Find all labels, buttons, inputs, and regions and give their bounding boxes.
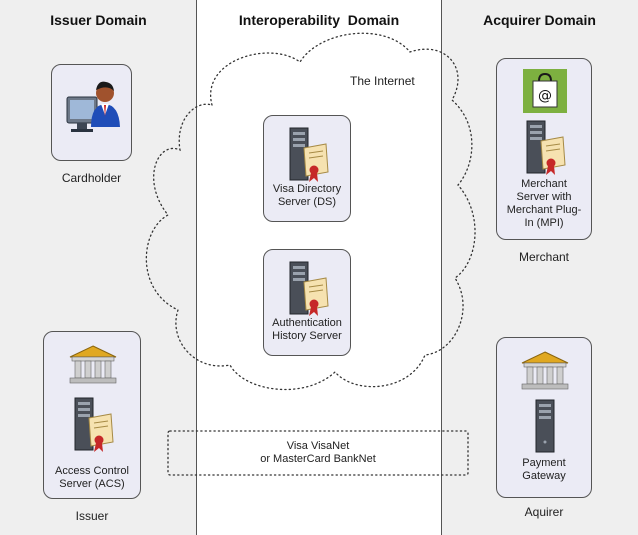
network-label-line1: Visa VisaNet	[286, 440, 350, 452]
bank-building-icon	[521, 351, 569, 390]
merchant-label-line3: Merchant Plug-	[506, 204, 582, 216]
acquirer-domain-title: Acquirer Domain	[483, 12, 596, 28]
shopping-bag-icon: @	[523, 69, 567, 113]
merchant-label-line4: In (MPI)	[524, 217, 564, 229]
svg-text:@: @	[538, 88, 552, 104]
bank-building-icon	[69, 345, 117, 384]
merchant-server-card[interactable]: @ Merchant Server with Merchant Plug- In…	[496, 58, 592, 240]
internet-label: The Internet	[350, 74, 415, 88]
history-label-line2: History Server	[272, 330, 342, 342]
acs-label-line2: Server (ACS)	[59, 478, 125, 490]
merchant-label-line2: Server with	[516, 191, 572, 203]
history-server-card[interactable]: Authentication History Server	[263, 249, 351, 356]
acs-label-line1: Access Control	[55, 465, 129, 477]
issuer-domain-title: Issuer Domain	[50, 12, 147, 28]
network-label-line2: or MasterCard BankNet	[260, 453, 376, 465]
server-certificate-icon	[289, 261, 329, 316]
server-certificate-icon	[526, 120, 566, 175]
server-certificate-icon	[289, 127, 329, 182]
directory-server-card[interactable]: Visa Directory Server (DS)	[263, 115, 351, 222]
interoperability-domain-title: Interoperability Domain	[238, 12, 400, 28]
directory-label-line1: Visa Directory	[272, 183, 342, 195]
issuer-label: Issuer	[75, 509, 109, 523]
user-at-computer-icon	[66, 81, 120, 132]
server-certificate-icon	[74, 397, 114, 452]
payment-gateway-card[interactable]: Payment Gateway	[496, 337, 592, 498]
acquirer-label: Aquirer	[524, 505, 564, 519]
cardholder-card[interactable]	[51, 64, 132, 161]
gateway-label-line2: Gateway	[522, 470, 566, 482]
cardholder-label: Cardholder	[61, 171, 122, 185]
gateway-label-line1: Payment	[522, 457, 566, 469]
server-icon	[535, 399, 555, 453]
directory-label-line2: Server (DS)	[277, 196, 337, 208]
merchant-label: Merchant	[518, 250, 570, 264]
acs-card[interactable]: Access Control Server (ACS)	[43, 331, 141, 499]
history-label-line1: Authentication	[272, 317, 342, 329]
merchant-label-line1: Merchant	[521, 178, 567, 190]
